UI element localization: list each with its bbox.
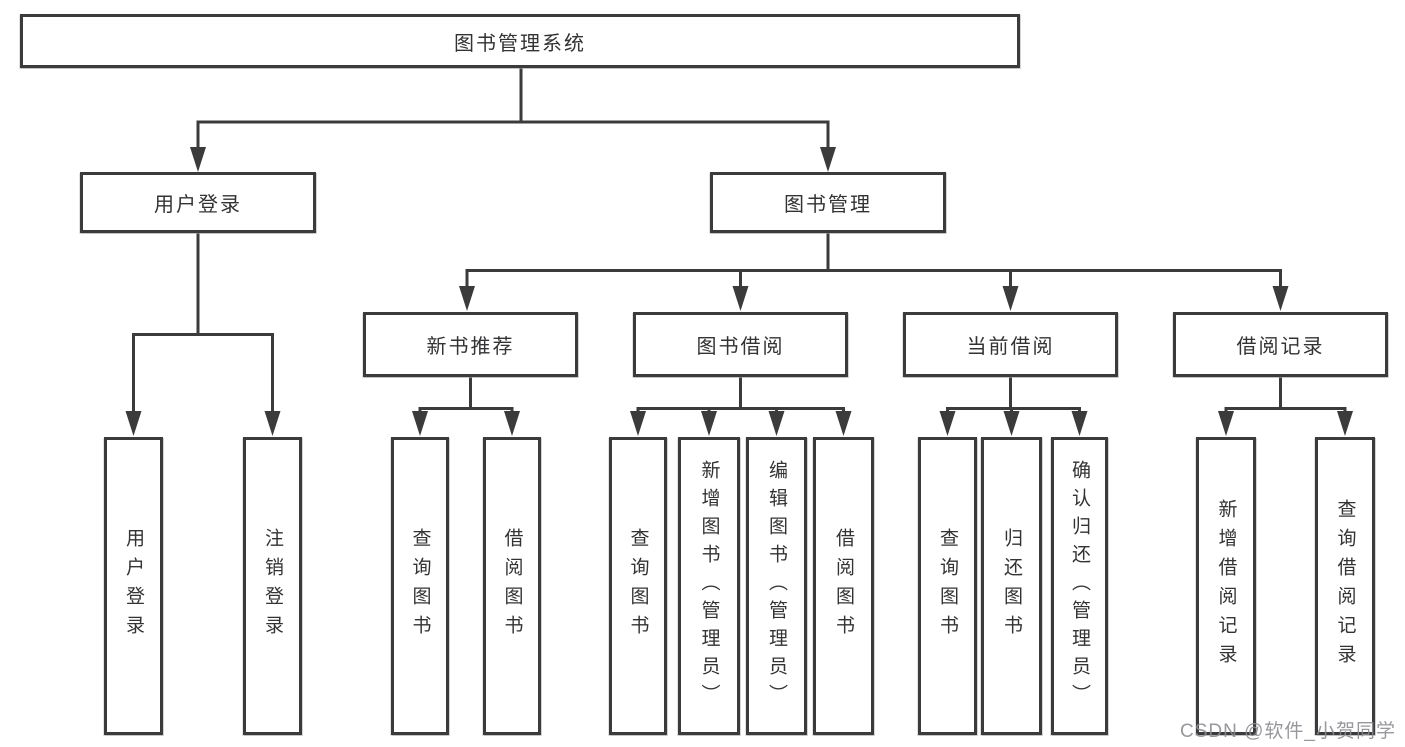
leaf-br-query-record-label: 查询借阅记录 (1334, 499, 1356, 673)
arrowhead-new-books (459, 286, 475, 311)
leaf-bb-add-books-admin: 新增图书（管理员） (678, 437, 740, 735)
arrowhead-bb-add (701, 411, 717, 436)
arrowhead-login (125, 411, 142, 436)
leaf-br-add-record-label: 新增借阅记录 (1215, 499, 1237, 673)
arrowhead-nb-query (412, 411, 428, 436)
leaf-bb-borrow-books-label: 借阅图书 (833, 528, 854, 644)
node-user-login: 用户登录 (80, 172, 316, 233)
node-new-books-label: 新书推荐 (426, 336, 515, 358)
connector-book-borrow-to-leaves (636, 377, 845, 417)
leaf-user-login-label: 用户登录 (123, 528, 144, 644)
leaf-cb-confirm-return-admin-label: 确认归还（管理员） (1069, 460, 1090, 712)
leaf-br-query-record: 查询借阅记录 (1315, 437, 1375, 735)
connector-borrow-records-to-leaves (1224, 377, 1347, 417)
leaf-logout-label: 注销登录 (262, 528, 283, 644)
arrowhead-nb-borrow (504, 411, 520, 436)
arrowhead-logout (264, 411, 281, 436)
leaf-cb-return-books-label: 归还图书 (1001, 528, 1022, 644)
node-current-borrow-label: 当前借阅 (966, 336, 1055, 358)
leaf-bb-edit-books-admin: 编辑图书（管理员） (746, 437, 807, 735)
arrowhead-borrow-records (1272, 286, 1289, 311)
leaf-nb-borrow-books: 借阅图书 (483, 437, 541, 735)
leaf-cb-confirm-return-admin: 确认归还（管理员） (1051, 437, 1108, 735)
leaf-cb-query-books: 查询图书 (918, 437, 977, 735)
arrowhead-book-mgmt (820, 147, 836, 172)
leaf-nb-query-books-label: 查询图书 (409, 528, 431, 644)
leaf-nb-borrow-books-label: 借阅图书 (501, 528, 523, 644)
node-borrow-records-label: 借阅记录 (1236, 336, 1325, 358)
arrowhead-br-query (1337, 411, 1353, 436)
node-book-mgmt-label: 图书管理 (784, 194, 872, 216)
arrowhead-bb-edit (768, 411, 785, 436)
node-new-books: 新书推荐 (363, 312, 578, 377)
leaf-bb-query-books-label: 查询图书 (627, 528, 649, 644)
arrowhead-current-borrow (1002, 286, 1019, 311)
leaf-bb-borrow-books: 借阅图书 (813, 437, 874, 735)
connector-new-books-to-leaves (418, 377, 514, 417)
connector-user-login-to-leaves (132, 233, 274, 416)
arrowhead-bb-query (630, 411, 646, 436)
arrowhead-cb-return (1003, 411, 1020, 436)
node-root: 图书管理系统 (20, 14, 1020, 68)
leaf-bb-query-books: 查询图书 (609, 437, 667, 735)
node-book-mgmt: 图书管理 (710, 172, 946, 233)
node-root-label: 图书管理系统 (454, 32, 586, 55)
connector-root-to-level2 (196, 68, 830, 152)
node-user-login-label: 用户登录 (154, 194, 242, 216)
arrowhead-br-add (1218, 411, 1234, 436)
arrowhead-bb-borrow (835, 411, 852, 436)
leaf-nb-query-books: 查询图书 (391, 437, 449, 735)
leaf-user-login: 用户登录 (104, 437, 163, 735)
connector-book-mgmt-to-level3 (465, 233, 1282, 292)
arrowhead-user-login (190, 147, 206, 172)
leaf-bb-edit-books-admin-label: 编辑图书（管理员） (766, 460, 787, 712)
leaf-cb-return-books: 归还图书 (981, 437, 1042, 735)
node-book-borrow: 图书借阅 (633, 312, 848, 377)
arrowhead-cb-confirm (1071, 411, 1088, 436)
arrowhead-book-borrow (732, 286, 749, 311)
leaf-cb-query-books-label: 查询图书 (937, 528, 958, 644)
node-borrow-records: 借阅记录 (1173, 312, 1388, 377)
node-book-borrow-label: 图书借阅 (696, 336, 785, 358)
leaf-bb-add-books-admin-label: 新增图书（管理员） (698, 460, 720, 712)
node-current-borrow: 当前借阅 (903, 312, 1118, 377)
leaf-logout: 注销登录 (243, 437, 302, 735)
arrowhead-cb-query (939, 411, 956, 436)
leaf-br-add-record: 新增借阅记录 (1196, 437, 1256, 735)
csdn-watermark: CSDN @软件_小贺同学 (1180, 721, 1396, 742)
